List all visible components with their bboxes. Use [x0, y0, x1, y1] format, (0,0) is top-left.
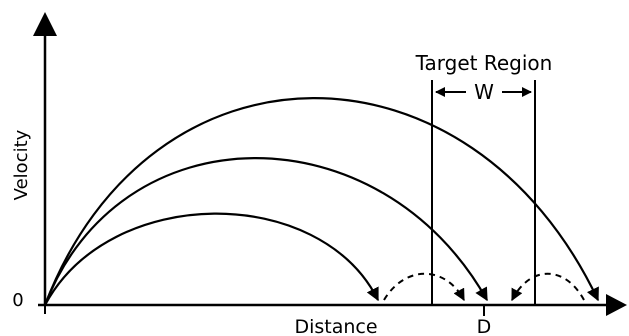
trajectory-long	[43, 97, 599, 306]
y-axis-label: Velocity	[11, 129, 32, 200]
width-label: W	[474, 80, 494, 104]
bounce-dashed-left	[383, 272, 465, 302]
target-region-title: Target Region	[415, 51, 553, 75]
x-axis-arrow-icon	[606, 294, 627, 316]
trajectory-short	[44, 212, 379, 306]
trajectory-medium	[43, 157, 488, 306]
x-axis-label: Distance	[294, 316, 377, 336]
distance-d-label: D	[477, 316, 492, 336]
bounce-dashed-right	[511, 272, 585, 302]
y-axis-arrow-icon	[33, 12, 57, 36]
origin-label: 0	[12, 290, 23, 311]
